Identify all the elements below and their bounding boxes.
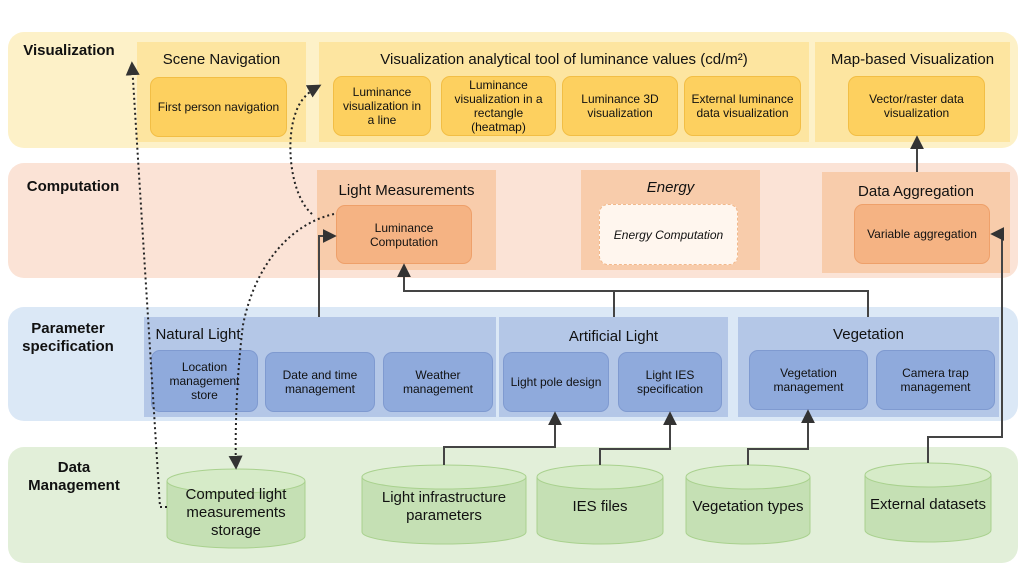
arrow-ies-to-specification <box>599 411 677 465</box>
energy-computation-box: Energy Computation <box>599 204 738 265</box>
scene-navigation-title: Scene Navigation <box>162 51 281 68</box>
light-measurements-title: Light Measurements <box>338 182 475 199</box>
arrow-vegtypes-to-management <box>747 409 815 465</box>
natural-light-title: Natural Light <box>155 326 241 343</box>
arrow-external-to-aggregation <box>927 227 1005 463</box>
camera-trap-management-box: Camera trap management <box>876 350 995 410</box>
external-luminance-box: External luminance data visualization <box>684 76 801 136</box>
external-datasets-label: External datasets <box>870 496 986 513</box>
light-pole-design-box: Light pole design <box>503 352 609 412</box>
dotted-luminance-to-analytical <box>289 84 322 215</box>
vegetation-management-box: Vegetation management <box>749 350 868 410</box>
dotted-luminance-to-storage <box>228 213 335 470</box>
first-person-navigation-box: First person navigation <box>150 77 287 137</box>
luminance-line-box: Luminance visualization in a line <box>333 76 431 136</box>
arrow-artificial-to-luminance <box>397 263 615 317</box>
cylinder-vegetation-types <box>685 464 811 545</box>
cylinder-ies-files <box>536 464 664 545</box>
ies-files-label: IES files <box>572 498 628 515</box>
vegetation-types-label: Vegetation types <box>692 498 804 515</box>
location-management-box: Location management store <box>151 350 258 412</box>
computation-layer-label: Computation <box>26 178 120 195</box>
weather-management-box: Weather management <box>383 352 493 412</box>
luminance-3d-box: Luminance 3D visualization <box>562 76 678 136</box>
visualization-layer-label: Visualization <box>23 42 115 59</box>
cylinder-computed-storage <box>166 468 306 549</box>
data-management-layer-label: Data Management <box>28 459 120 494</box>
variable-aggregation-box: Variable aggregation <box>854 204 990 264</box>
light-ies-specification-box: Light IES specification <box>618 352 722 412</box>
line-vegetation-to-bus <box>614 290 869 317</box>
luminance-computation-box: Luminance Computation <box>336 205 472 264</box>
vector-raster-box: Vector/raster data visualization <box>848 76 985 136</box>
energy-title: Energy <box>646 179 695 196</box>
luminance-heatmap-box: Luminance visualization in a rectangle (… <box>441 76 556 136</box>
light-infrastructure-label: Light infrastructure parameters <box>381 489 507 524</box>
date-time-management-box: Date and time management <box>265 352 375 412</box>
analytical-tool-title: Visualization analytical tool of luminan… <box>380 51 748 68</box>
arrow-natural-to-luminance <box>318 229 337 317</box>
dotted-storage-to-scene <box>125 61 167 508</box>
computed-storage-label: Computed light measurements storage <box>185 486 287 539</box>
arrow-infrastructure-to-pole <box>443 411 562 465</box>
map-based-title: Map-based Visualization <box>830 51 995 68</box>
vegetation-title: Vegetation <box>833 326 904 343</box>
artificial-light-title: Artificial Light <box>568 328 659 345</box>
data-aggregation-title: Data Aggregation <box>858 183 974 200</box>
parameter-layer-label: Parameter specification <box>22 320 114 355</box>
cylinder-external-datasets <box>864 462 992 543</box>
